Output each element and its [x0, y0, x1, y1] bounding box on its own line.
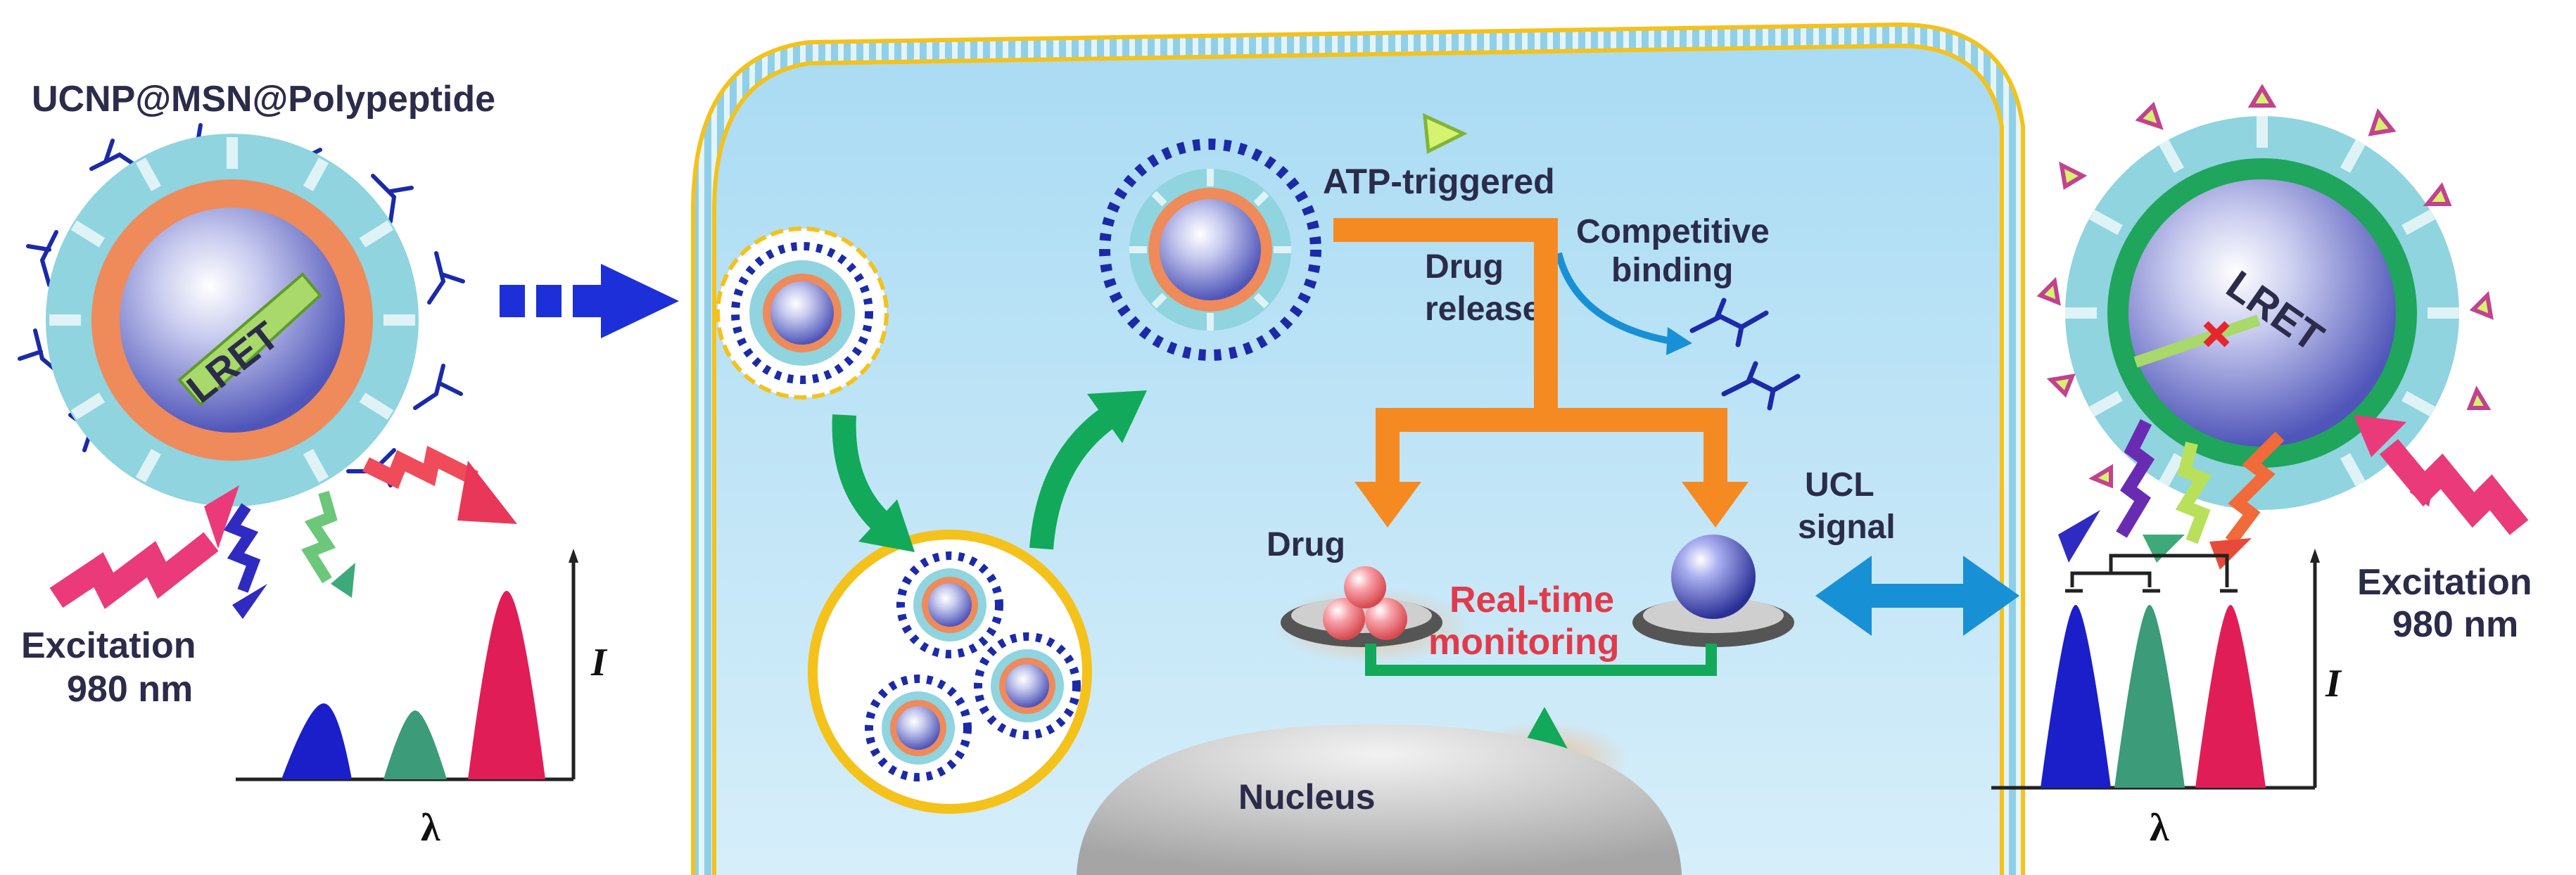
left-spectrum: I λ — [236, 549, 608, 850]
right-blue-emission-arrowhead — [2058, 510, 2100, 563]
right-green-emission-arrow — [2175, 441, 2212, 544]
green-emission-arrowhead — [331, 563, 355, 598]
left-y-axis-arrowhead — [569, 549, 578, 563]
pit-nanoparticle — [731, 242, 873, 384]
blue-emission-arrowhead — [232, 584, 267, 619]
orange-release-arrows — [1333, 218, 1749, 528]
nucleus — [1077, 724, 1682, 875]
nanoparticle-title: UCNP@MSN@Polypeptide — [32, 79, 495, 120]
drug-molecule-3 — [1344, 566, 1386, 608]
drug-release-label-line1: Drug — [1425, 248, 1504, 286]
competitive-binding-line2: binding — [1611, 252, 1733, 289]
right-green-emission-arrowhead — [2143, 535, 2185, 563]
blocked-cross-icon — [2203, 321, 2230, 347]
right-peak-blue — [2041, 605, 2111, 788]
endosome-nanoparticle-2 — [974, 632, 1081, 739]
left-excitation-wavelength: 980 nm — [67, 669, 193, 710]
competitive-binding-line1: Competitive — [1576, 213, 1770, 250]
balance-beam — [1365, 644, 1717, 676]
left-excitation-label: Excitation — [21, 625, 196, 666]
cell-membrane — [693, 24, 2023, 875]
cell: ATP-triggered Drug release Competitive b… — [691, 22, 2025, 875]
right-axis-wavelength: λ — [2150, 806, 2169, 850]
signal-double-arrow — [1815, 556, 2019, 636]
drug-label: Drug — [1267, 526, 1345, 563]
right-peak-green — [2114, 605, 2185, 788]
left-axis-intensity: I — [590, 641, 608, 684]
red-emission-arrow — [362, 445, 478, 490]
ucnp-sphere — [1671, 535, 1756, 619]
right-blue-emission-arrow — [2116, 419, 2155, 538]
right-spectrum: I λ — [1991, 549, 2342, 850]
endosome — [808, 530, 1092, 814]
right-panel: LRET Excitation 980 nm — [1991, 84, 2532, 850]
drug-release-label-line2: release — [1425, 290, 1542, 328]
monitoring-label-line2: monitoring — [1428, 622, 1620, 663]
right-lret-arrow — [2133, 314, 2261, 368]
green-arrowhead-escape — [1087, 390, 1147, 443]
membrane-inner-line — [712, 43, 2004, 875]
peak-ratio-bracket — [2065, 554, 2238, 593]
right-red-emission-arrowhead — [2209, 538, 2252, 570]
ucl-signal-line1: UCL — [1805, 466, 1874, 504]
uptake-arrow — [500, 264, 679, 338]
right-excitation-arrow — [2379, 439, 2529, 535]
competitive-binding-arrow — [1555, 252, 1672, 345]
green-arrowhead-endosome — [858, 499, 915, 552]
right-red-emission-arrow — [2225, 431, 2285, 546]
left-excitation-arrow — [49, 532, 219, 609]
right-excitation-arrowhead — [2354, 415, 2406, 457]
monitoring-label-line1: Real-time — [1449, 580, 1614, 620]
atp-icon — [1423, 113, 1468, 154]
left-panel: UCNP@MSN@Polypeptide — [18, 79, 679, 850]
bound-atp-icons — [2036, 84, 2494, 507]
endosome-nanoparticle-3 — [865, 675, 972, 781]
cytosol-nanoparticle — [1099, 139, 1321, 361]
right-y-axis-arrowhead — [2310, 549, 2320, 563]
competitive-binding-arrowhead — [1666, 327, 1692, 355]
left-axis-wavelength: λ — [421, 806, 440, 850]
right-ucnp-core — [2128, 179, 2396, 447]
left-peak-red — [468, 591, 545, 779]
membrane-outer-line — [691, 22, 2025, 875]
right-axis-intensity: I — [2325, 662, 2342, 705]
left-excitation-arrowhead — [204, 485, 239, 549]
left-peak-green — [383, 710, 447, 779]
mesopore-stripes — [49, 137, 415, 483]
green-emission-arrow — [301, 490, 338, 584]
drug-molecule-2 — [1365, 598, 1407, 640]
green-arrow-into-endosome — [832, 414, 892, 533]
right-mesopores — [2065, 116, 2459, 487]
right-excitation-wavelength: 980 nm — [2392, 604, 2518, 645]
red-emission-arrowhead — [457, 461, 517, 524]
nucleus-label: Nucleus — [1238, 777, 1376, 817]
green-arrow-escape — [1029, 404, 1119, 550]
lret-arrow-icon — [177, 272, 322, 407]
right-excitation-label: Excitation — [2357, 562, 2532, 603]
ucl-signal-line2: signal — [1798, 509, 1896, 546]
atp-triggered-label: ATP-triggered — [1323, 162, 1555, 201]
endosome-nanoparticle-1 — [896, 551, 1003, 658]
blue-emission-arrow — [223, 503, 261, 593]
drug-molecule-1 — [1323, 598, 1365, 640]
right-peak-red — [2195, 605, 2266, 788]
released-polypeptides — [1689, 298, 1801, 411]
ucnp-core — [120, 207, 345, 433]
left-peak-blue — [281, 703, 352, 779]
